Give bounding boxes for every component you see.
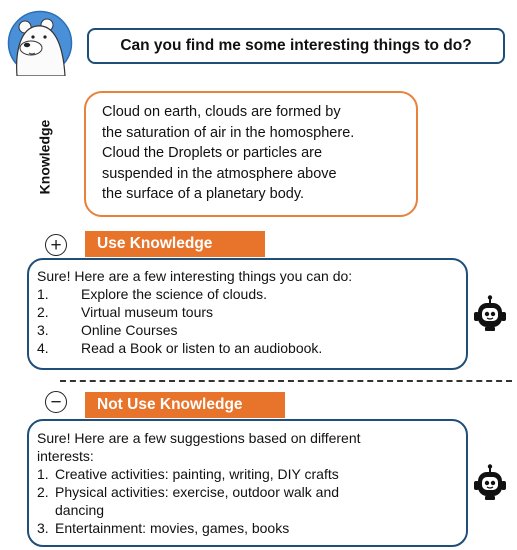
user-question: Can you find me some interesting things … (87, 28, 505, 64)
answer-intro: interests: (37, 448, 94, 464)
list-text: Read a Book or listen to an audiobook. (81, 340, 323, 356)
list-text: Explore the science of clouds. (81, 286, 267, 302)
list-number: 2. (37, 484, 49, 500)
list-item: 1. Creative activities: painting, writin… (37, 465, 458, 483)
plus-sign-icon: + (45, 234, 67, 256)
list-item: 2. Physical activities: exercise, outdoo… (37, 483, 458, 501)
list-item: 2. Virtual museum tours (37, 303, 458, 321)
list-text: Virtual museum tours (81, 304, 214, 320)
answer-intro: Sure! Here are a few suggestions based o… (37, 430, 361, 446)
list-text: Online Courses (81, 322, 178, 338)
not-use-knowledge-tag: Not Use Knowledge (85, 392, 285, 418)
knowledge-line: suspended in the atmosphere above (102, 165, 337, 182)
list-text: Physical activities: exercise, outdoor w… (55, 484, 340, 500)
use-knowledge-tag: Use Knowledge (85, 231, 265, 257)
use-knowledge-answer: Sure! Here are a few interesting things … (27, 258, 468, 370)
list-number: 3. (37, 322, 49, 338)
list-number: 1. (37, 466, 49, 482)
list-item: 4. Read a Book or listen to an audiobook… (37, 339, 458, 357)
knowledge-line: the surface of a planetary body. (102, 186, 305, 202)
list-text: Entertainment: movies, games, books (55, 520, 290, 536)
list-number: 1. (37, 286, 49, 302)
knowledge-label-text: Knowledge (36, 119, 53, 195)
section-divider (60, 380, 512, 382)
list-item: 3. Entertainment: movies, games, books (37, 519, 458, 537)
knowledge-label: Knowledge (30, 107, 58, 207)
list-number: 4. (37, 340, 49, 356)
answer-intro: Sure! Here are a few interesting things … (37, 268, 353, 284)
knowledge-box: Cloud on earth, clouds are formed by the… (84, 91, 418, 217)
minus-sign-icon: − (45, 391, 67, 413)
list-item: 1. Explore the science of clouds. (37, 285, 458, 303)
list-number: 2. (37, 304, 49, 320)
knowledge-line: Cloud the Droplets or particles are (102, 145, 323, 161)
list-text-continuation: dancing (55, 502, 105, 518)
list-number: 3. (37, 520, 49, 536)
robot-icon (472, 464, 508, 502)
robot-icon (472, 295, 508, 333)
knowledge-line: Cloud on earth, clouds are formed by (102, 104, 341, 120)
not-use-knowledge-answer: Sure! Here are a few suggestions based o… (27, 419, 468, 547)
list-item: 3. Online Courses (37, 321, 458, 339)
knowledge-line: the saturation of air in the homosphere. (102, 124, 355, 141)
polar-bear-avatar-icon (7, 10, 73, 77)
list-text: Creative activities: painting, writing, … (55, 466, 339, 482)
